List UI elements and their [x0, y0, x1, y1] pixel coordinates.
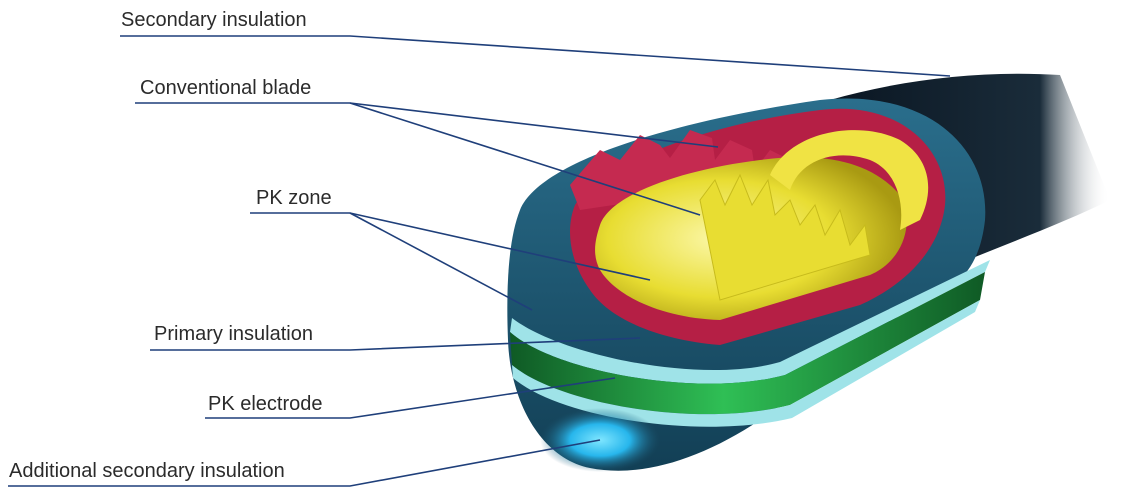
- pk-zone-teeth: [570, 130, 790, 210]
- label-secondary-insulation: Secondary insulation: [121, 9, 307, 31]
- conventional-blade-teeth: [699, 173, 871, 301]
- conventional-blade-arch: [770, 130, 929, 230]
- label-pk-zone: PK zone: [256, 187, 332, 209]
- pk-electrode-band: [510, 272, 985, 415]
- leader-pk-zone-2: [349, 212, 533, 311]
- leader-primary-insulation: [150, 337, 641, 351]
- leader-conventional-blade-2: [349, 102, 701, 216]
- label-conventional-blade: Conventional blade: [140, 77, 312, 99]
- label-additional-secondary-insulation: Additional secondary insulation: [9, 460, 285, 482]
- label-pk-electrode: PK electrode: [208, 393, 323, 415]
- leader-conventional-blade-1: [135, 102, 719, 148]
- leader-lines: [8, 35, 951, 487]
- leader-pk-electrode: [205, 377, 616, 419]
- leader-secondary-insulation: [120, 35, 951, 77]
- leader-additional-secondary-insulation: [8, 439, 601, 487]
- label-primary-insulation: Primary insulation: [154, 323, 313, 345]
